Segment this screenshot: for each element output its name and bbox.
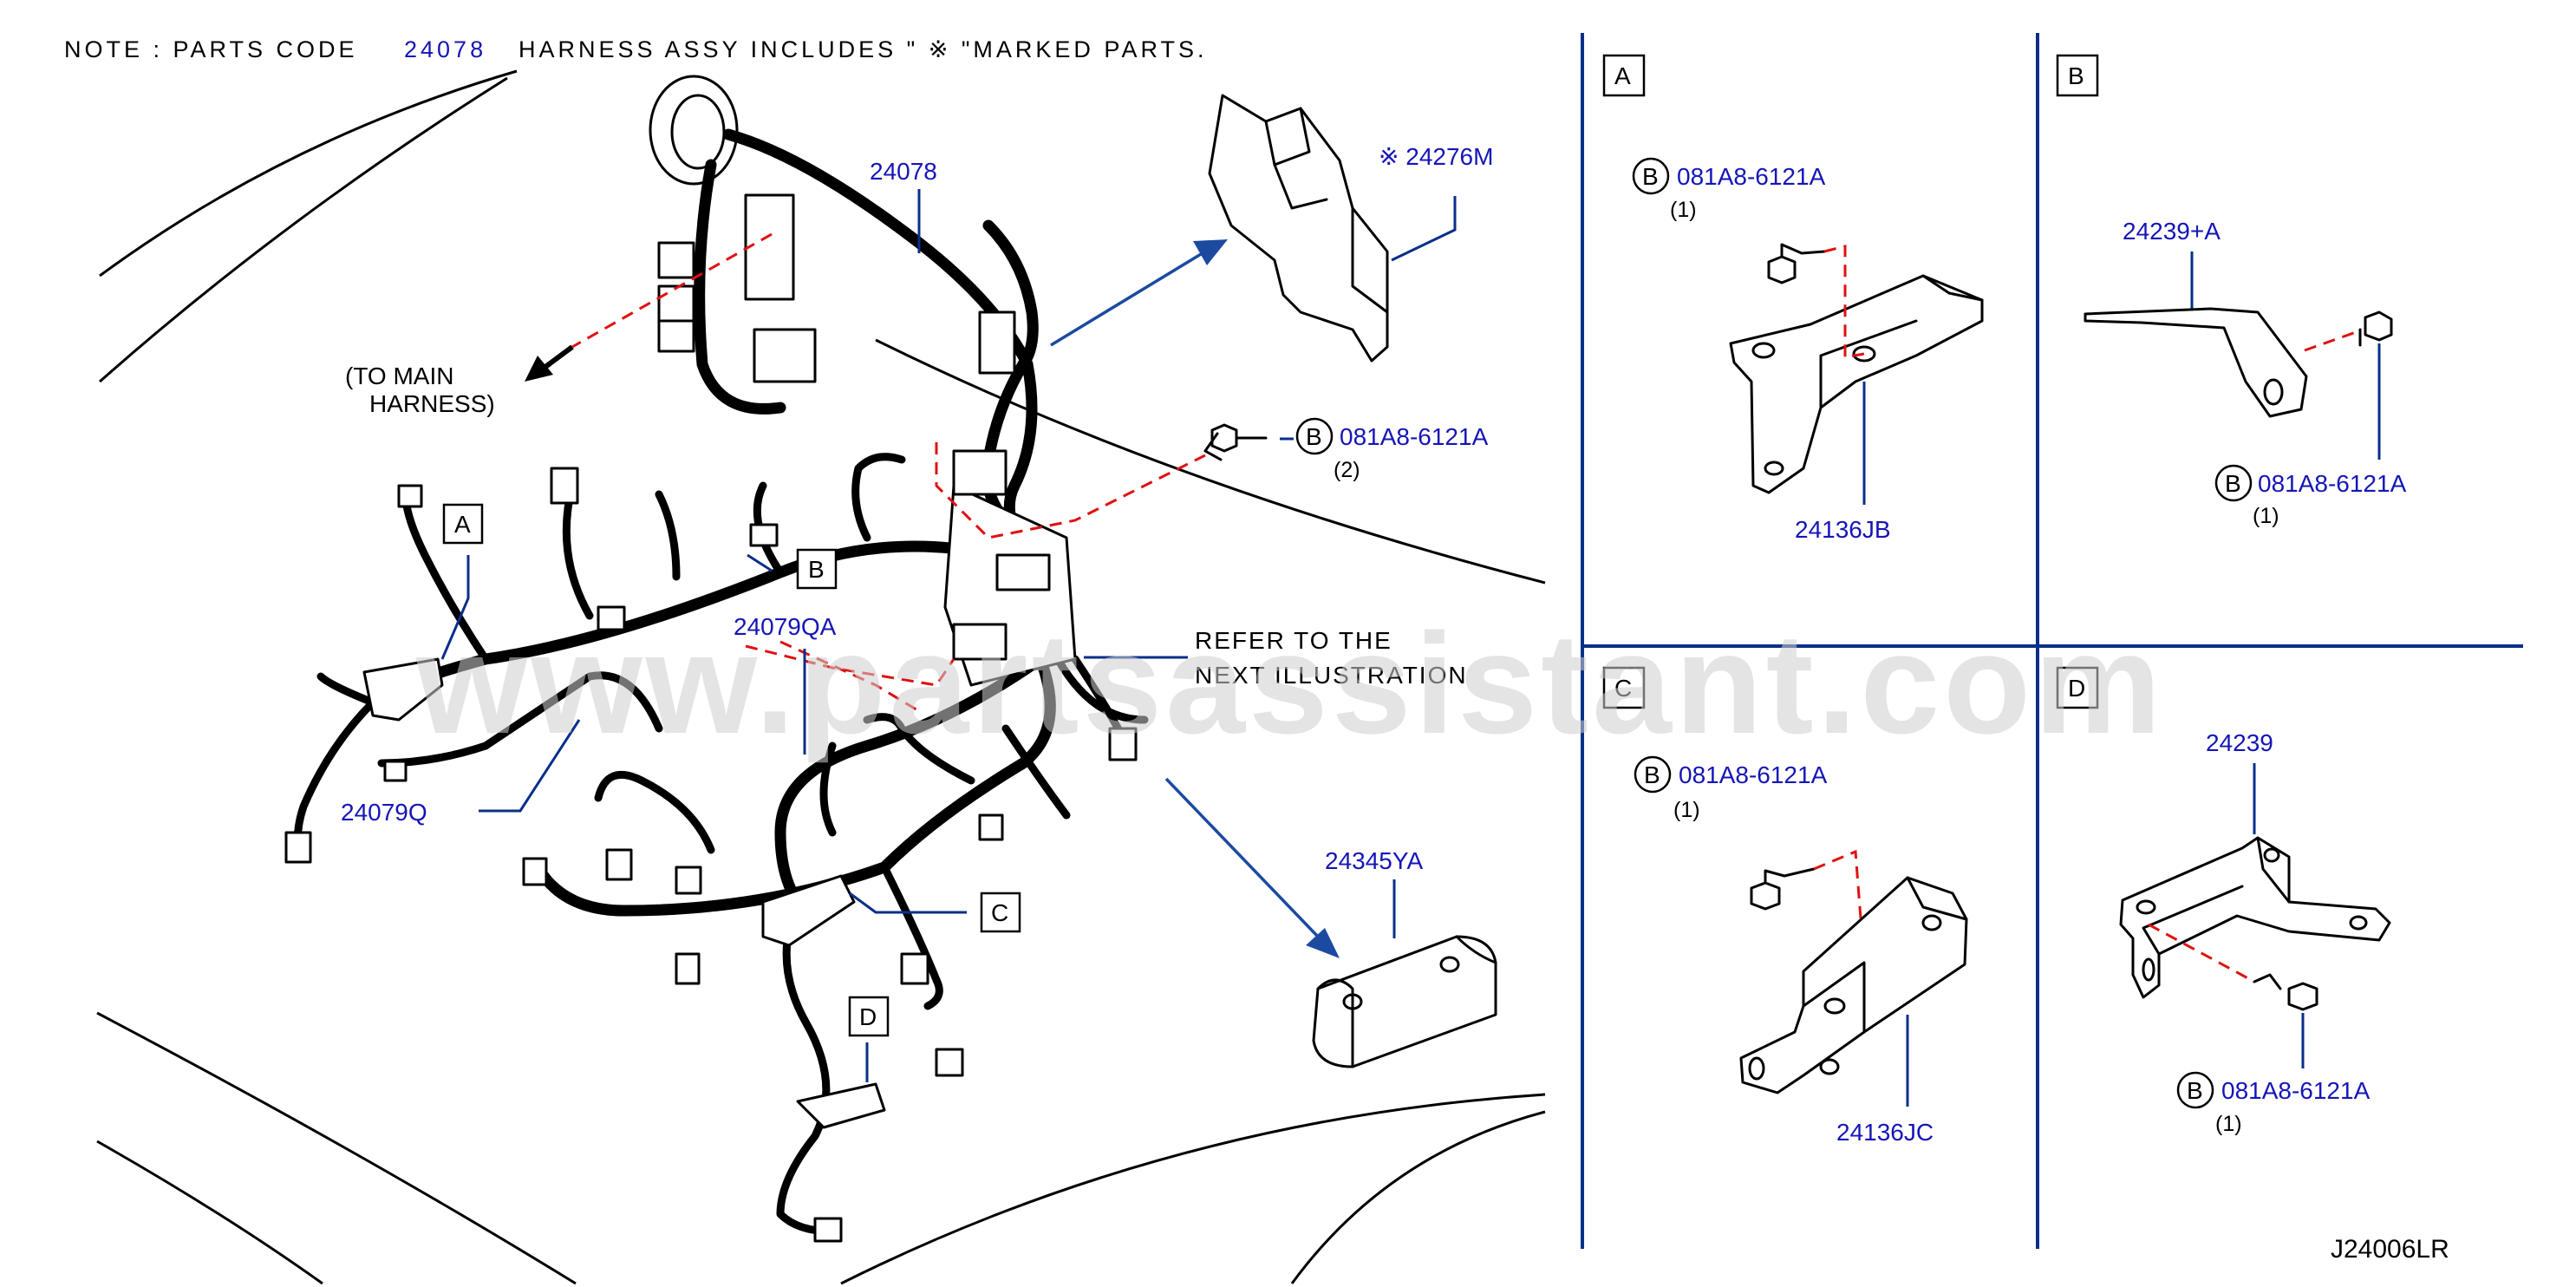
protector-24345ya — [1312, 935, 1497, 1068]
note-code: 24078 — [404, 36, 486, 62]
panel-d-title: D — [2068, 675, 2085, 702]
to-main-harness-arrow — [525, 356, 553, 382]
callout-c: C — [991, 899, 1008, 926]
vehicle-body-outline — [96, 69, 1546, 1285]
panel-dividers — [1581, 33, 2523, 1249]
note-prefix: NOTE : PARTS CODE — [64, 36, 358, 62]
label-24276m: ※ 24276M — [1379, 143, 1493, 170]
panel-c-bracket-part: 24136JC — [1836, 1119, 1934, 1146]
bolt-symbol-main-text: B — [1306, 423, 1322, 450]
panel-a-bolt-symbol: B — [1642, 163, 1659, 190]
label-24079q: 24079Q — [341, 799, 427, 826]
main-arrows — [525, 239, 1340, 958]
bracket-24239 — [2119, 836, 2391, 999]
bracket-24239a — [2084, 307, 2308, 418]
label-081a8-main: 081A8-6121A — [1340, 423, 1489, 450]
panel-b-bolt-qty: (1) — [2253, 504, 2279, 528]
engine-room-harness — [284, 75, 1149, 1243]
detail-panel-a: A B 081A8-6121A (1) 24136JB — [1602, 54, 1984, 543]
main-leaders — [440, 189, 1457, 1082]
note-header: NOTE : PARTS CODE 24078 HARNESS ASSY INC… — [64, 36, 1207, 62]
panel-d-bolt-part: 081A8-6121A — [2221, 1077, 2371, 1104]
main-labels: (TO MAIN HARNESS) REFER TO THE NEXT ILLU… — [341, 143, 1493, 874]
to-main-harness-line2: HARNESS) — [369, 390, 495, 417]
qty-main: (2) — [1334, 458, 1360, 482]
callout-c-box — [980, 892, 1021, 933]
callout-b: B — [808, 556, 825, 583]
panel-a-title: A — [1614, 62, 1631, 89]
label-24079qa: 24079QA — [734, 613, 837, 640]
main-dashed-guides — [571, 232, 1206, 713]
refer-line1: REFER TO THE — [1195, 627, 1392, 654]
label-24078: 24078 — [870, 158, 937, 185]
panel-d-bolt-symbol: B — [2187, 1077, 2203, 1104]
panel-a-bolt-qty: (1) — [1670, 198, 1697, 222]
diagram-code: J24006LR — [2331, 1235, 2449, 1264]
detail-panel-c: C B 081A8-6121A (1) 24136JC — [1602, 666, 1968, 1146]
panel-c-bolt-qty: (1) — [1673, 798, 1700, 822]
panel-d-bolt-qty: (1) — [2215, 1112, 2242, 1136]
panel-a-bracket-part: 24136JB — [1795, 516, 1891, 543]
detail-panel-b: B 24239+A B 081A8-6121A (1) — [2056, 54, 2407, 528]
bracket-24136jc — [1739, 876, 1968, 1094]
callout-d: D — [859, 1003, 877, 1030]
panel-c-bolt-symbol: B — [1644, 761, 1660, 788]
refer-line2: NEXT ILLUSTRATION — [1195, 662, 1468, 689]
panel-c-title: C — [1614, 675, 1632, 702]
bolt-symbol-main — [1295, 417, 1334, 455]
callout-a: A — [454, 511, 471, 538]
detail-panel-d: D 24239 B 081A8-6121A (1) — [2056, 666, 2391, 1136]
note-suffix: HARNESS ASSY INCLUDES " ※ "MARKED PARTS. — [518, 36, 1207, 62]
panel-d-bracket-part: 24239 — [2206, 729, 2273, 756]
panel-b-title: B — [2068, 62, 2084, 89]
callout-a-box — [442, 503, 484, 545]
bracket-24136jb — [1729, 274, 1984, 494]
callout-b-box — [796, 548, 838, 590]
main-callouts: A B C D — [442, 503, 1021, 1037]
protector-24276m — [1208, 94, 1389, 363]
panel-b-bolt-symbol: B — [2225, 470, 2241, 497]
arrow-to-24276m — [1193, 239, 1228, 265]
panel-c-bolt-part: 081A8-6121A — [1679, 761, 1828, 788]
arrow-to-24345ya — [1306, 928, 1340, 958]
panel-a-bolt-part: 081A8-6121A — [1677, 163, 1826, 190]
label-24345ya: 24345YA — [1325, 847, 1423, 874]
to-main-harness-line1: (TO MAIN — [345, 363, 453, 389]
watermark: www.partsassistant.com — [415, 604, 2165, 763]
bolt-main — [1203, 423, 1268, 461]
relay-block — [744, 193, 795, 301]
callout-d-box — [848, 996, 890, 1037]
panel-b-bracket-part: 24239+A — [2123, 218, 2221, 245]
panel-b-bolt-part: 081A8-6121A — [2258, 470, 2407, 497]
